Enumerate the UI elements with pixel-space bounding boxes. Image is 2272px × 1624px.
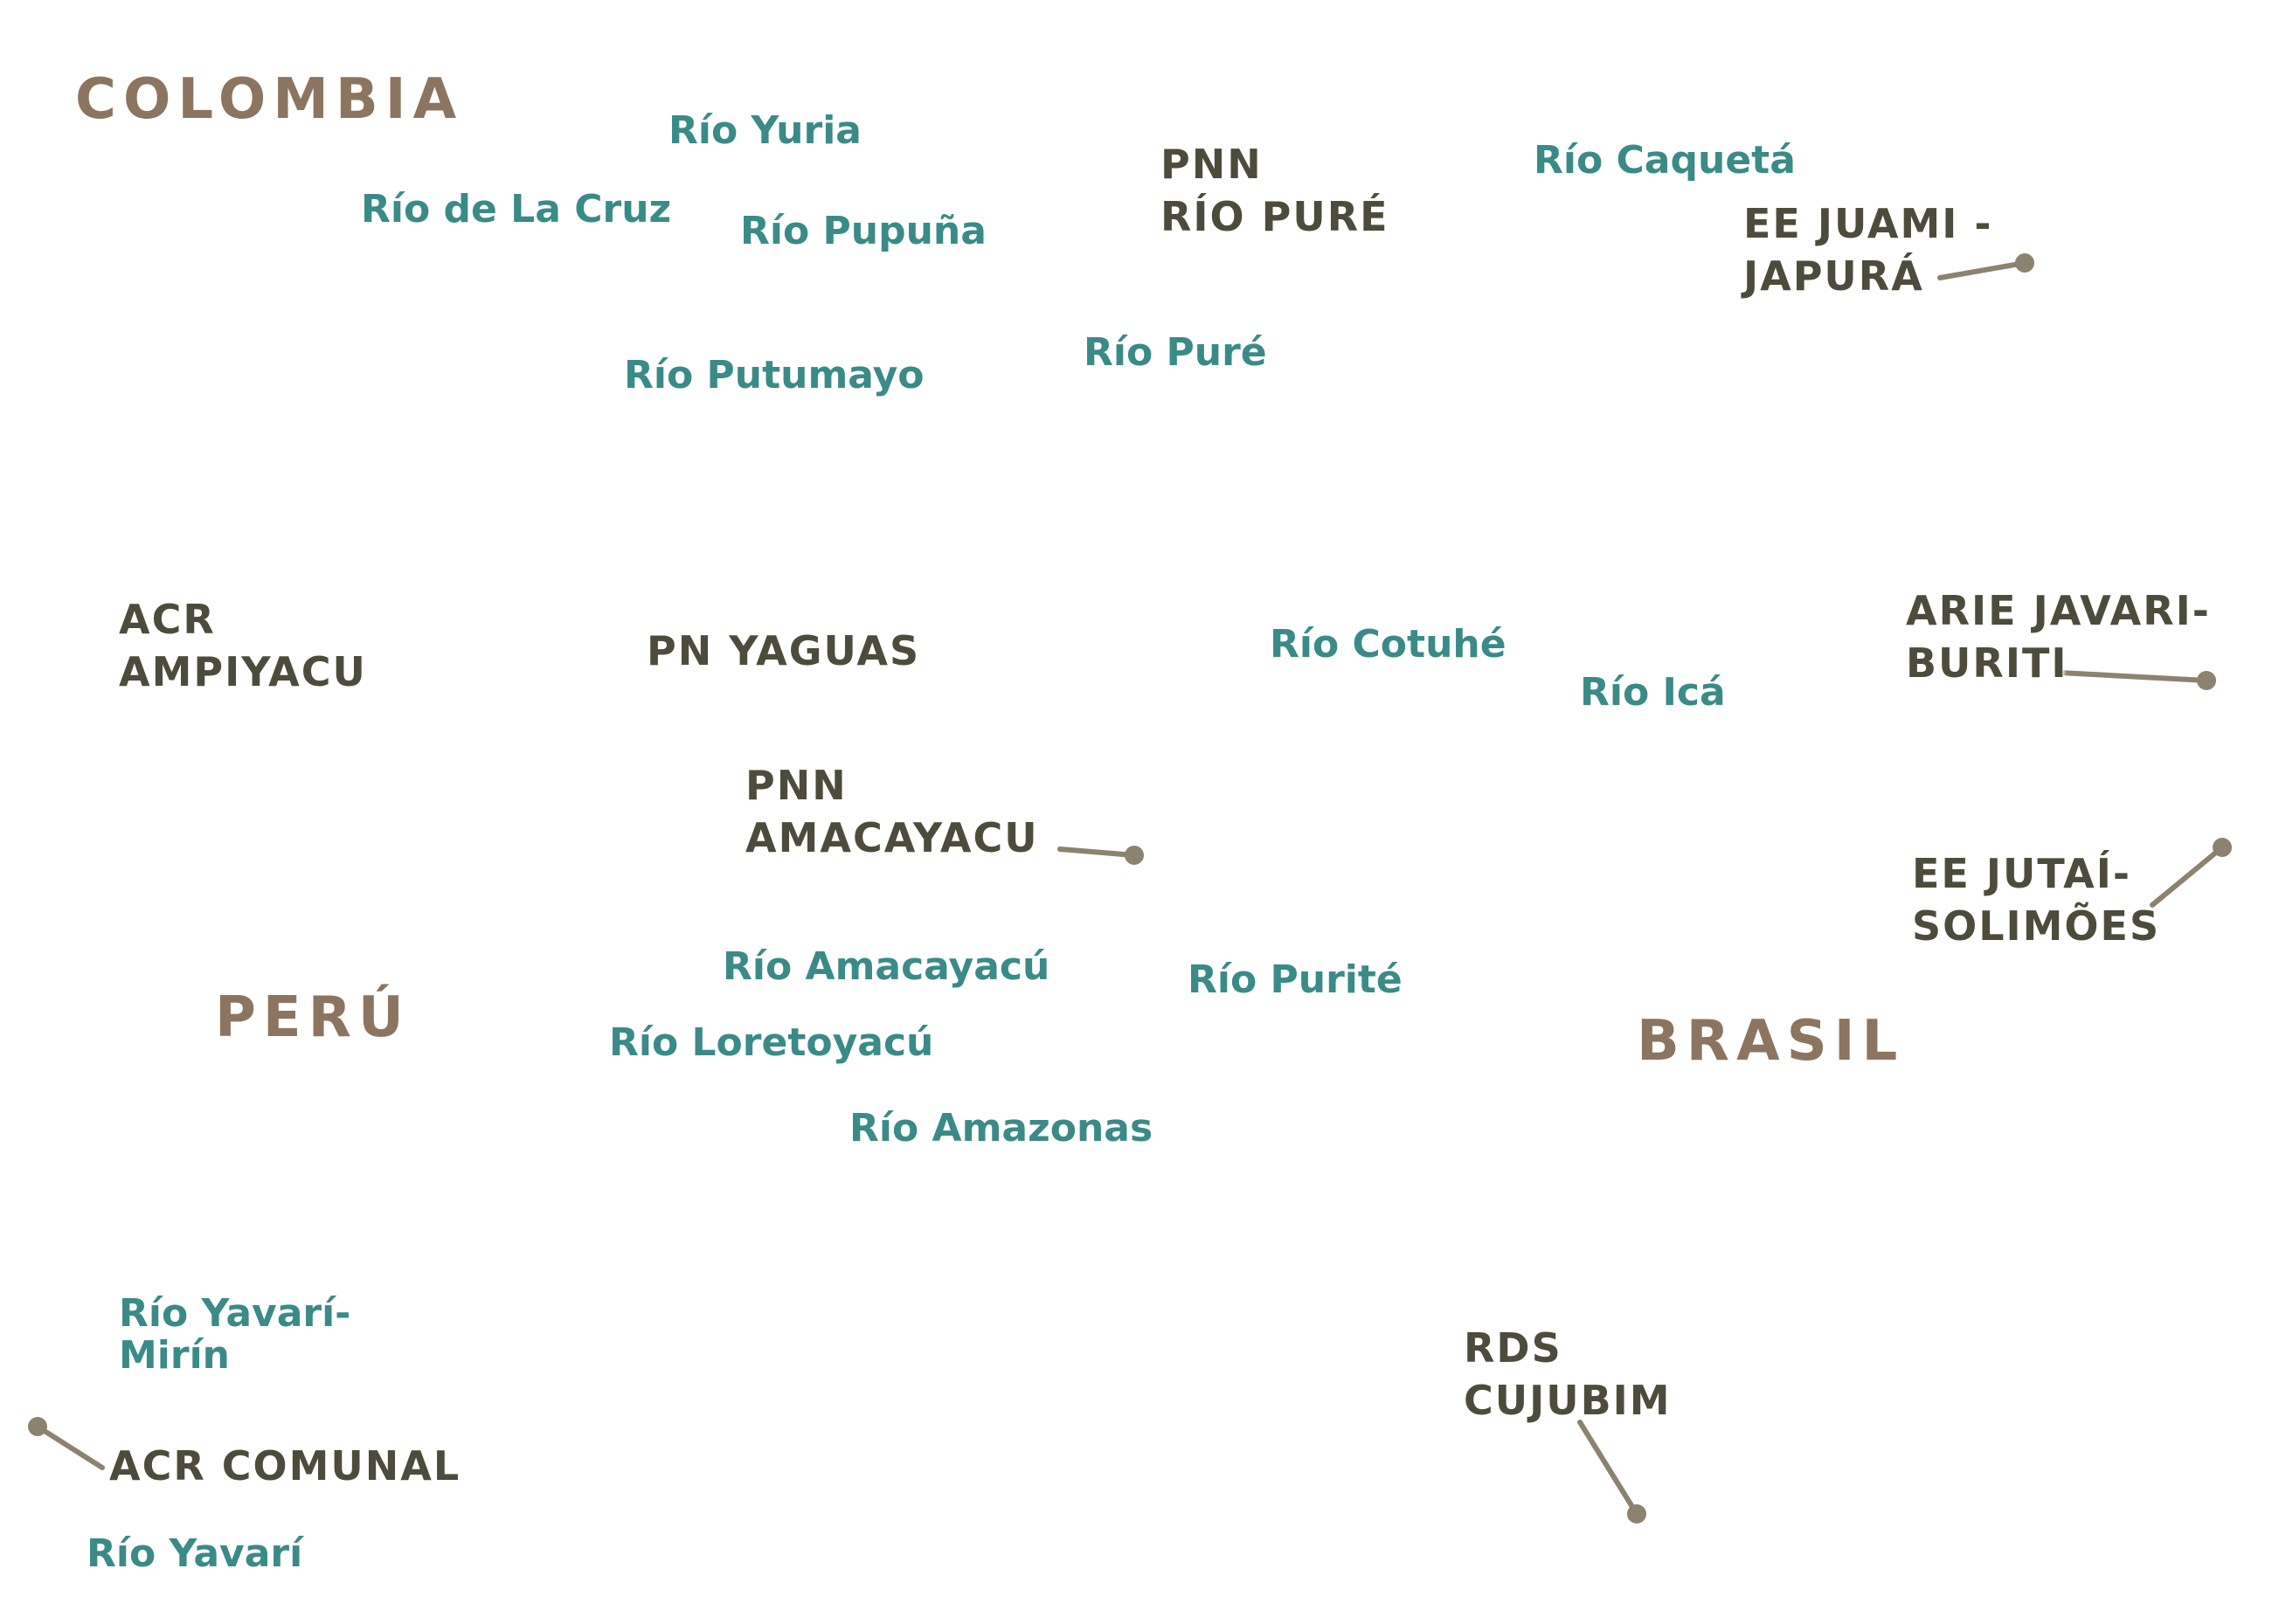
location-dot <box>1125 846 1144 865</box>
area-label-line: RDS <box>1464 1324 1562 1372</box>
river-label-line: Río Yavarí- <box>119 1291 351 1336</box>
area-label-line: AMPIYACU <box>119 648 367 695</box>
location-dot <box>2197 671 2216 690</box>
area-label-line: ACR <box>119 596 216 643</box>
location-dot <box>28 1417 47 1436</box>
river-label-yavari-mirin: Río Yavarí- Mirín <box>119 1293 350 1377</box>
river-label-loretoyacu: Río Loretoyacú <box>609 1020 934 1065</box>
area-label-pnn-amacayacu: PNN AMACAYACU <box>745 759 1039 864</box>
leader-line <box>1057 847 1137 858</box>
area-label-arie-javari-buriti: ARIE JAVARI- BURITI <box>1906 584 2211 689</box>
country-label-brasil: BRASIL <box>1637 1009 1905 1074</box>
leader-line <box>35 1424 105 1470</box>
location-dot <box>2015 253 2034 273</box>
leader-rds-cujubim <box>1577 1420 1646 1524</box>
leader-ee-juami-japura <box>1937 253 2034 280</box>
area-label-line: EE JUAMI - <box>1743 200 1993 247</box>
river-label-amacayacu: Río Amacayacú <box>723 944 1050 989</box>
area-label-pn-yaguas: PN YAGUAS <box>647 625 920 677</box>
area-label-line: PNN <box>1160 141 1263 188</box>
leader-ee-jutai-solimoes <box>2150 838 2232 908</box>
river-label-purite: Río Purité <box>1188 957 1403 1002</box>
area-label-line: PN YAGUAS <box>647 627 921 674</box>
river-label-line: Mirín <box>119 1333 230 1378</box>
area-label-ee-juami-japura: EE JUAMI - JAPURÁ <box>1743 197 1993 302</box>
river-label-amazonas: Río Amazonas <box>849 1106 1153 1151</box>
area-label-line: EE JUTAÍ- <box>1912 850 2131 897</box>
river-label-putumayo: Río Putumayo <box>624 353 925 397</box>
area-label-line: SOLIMÕES <box>1912 902 2161 950</box>
river-label-caqueta: Río Caquetá <box>1534 138 1796 183</box>
area-label-acr-ampiyacu: ACR AMPIYACU <box>119 593 367 698</box>
location-dot <box>2213 838 2232 857</box>
leader-line <box>2150 845 2225 908</box>
river-label-yuria: Río Yuria <box>668 108 862 153</box>
river-label-yavari: Río Yavarí <box>87 1531 303 1576</box>
river-label-de-la-cruz: Río de La Cruz <box>361 187 672 232</box>
area-label-line: CUJUBIM <box>1464 1377 1672 1424</box>
leader-line <box>1577 1420 1639 1517</box>
area-label-pnn-rio-pure: PNN RÍO PURÉ <box>1160 138 1389 243</box>
area-label-line: AMACAYACU <box>745 814 1039 861</box>
area-label-rds-cujubim: RDS CUJUBIM <box>1464 1322 1672 1427</box>
area-label-line: PNN <box>745 762 848 809</box>
leader-line <box>1937 260 2027 280</box>
leader-line <box>2057 670 2209 683</box>
river-label-pure: Río Puré <box>1084 330 1267 375</box>
area-label-line: ACR COMUNAL <box>109 1442 461 1489</box>
area-label-line: BURITI <box>1906 639 2068 687</box>
leader-pnn-amacayacu <box>1057 846 1144 865</box>
river-label-ica: Río Icá <box>1580 670 1726 715</box>
area-label-acr-comunal: ACR COMUNAL <box>109 1440 461 1492</box>
leader-arie-javari-buriti <box>2057 670 2216 690</box>
area-label-line: RÍO PURÉ <box>1160 193 1389 240</box>
country-label-colombia: COLOMBIA <box>75 67 464 132</box>
area-label-line: ARIE JAVARI- <box>1906 587 2211 634</box>
river-label-cotuhe: Río Cotuhé <box>1270 622 1507 667</box>
leader-acr-comunal <box>28 1417 105 1470</box>
area-label-ee-jutai-solimoes: EE JUTAÍ- SOLIMÕES <box>1912 847 2160 952</box>
river-label-pupuna: Río Pupuña <box>740 209 987 253</box>
country-label-peru: PERÚ <box>215 985 411 1050</box>
area-label-line: JAPURÁ <box>1743 252 1924 300</box>
location-dot <box>1627 1504 1646 1524</box>
